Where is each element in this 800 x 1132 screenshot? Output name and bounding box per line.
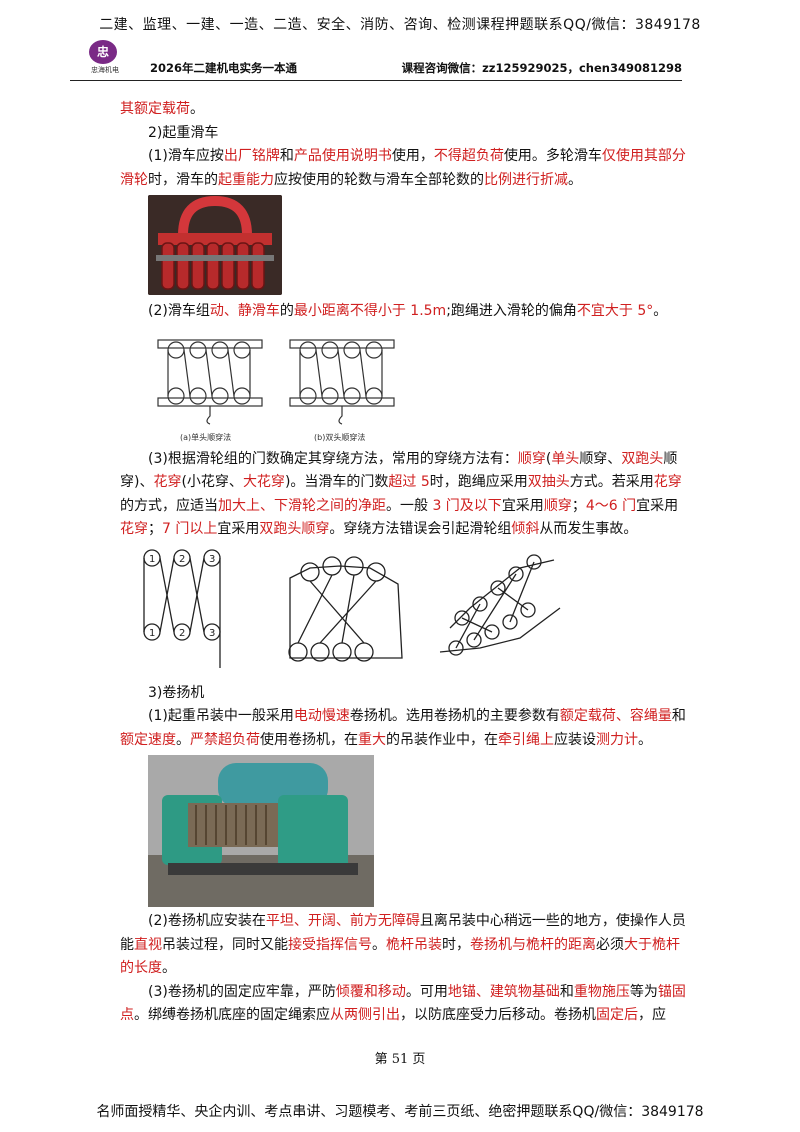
paragraph-pulley-2: (2)滑车组动、静滑车的最小距离不得小于 1.5m;跑绳进入滑轮的偏角不宜大于 … bbox=[148, 303, 668, 319]
top-banner: 二建、监理、一建、一造、二造、安全、消防、咨询、检测课程押题联系QQ/微信：38… bbox=[99, 17, 701, 33]
page-number: 第 51 页 bbox=[374, 1052, 426, 1067]
pulley-block-photo bbox=[148, 195, 282, 295]
sheave-number-3: 3 bbox=[209, 554, 215, 565]
sheave-number-3-lower: 3 bbox=[209, 628, 215, 639]
reeving-methods-diagram: 1 2 3 1 2 3 bbox=[140, 547, 660, 676]
paragraph-continued: 其额定载荷。 bbox=[120, 101, 204, 117]
section-title-pulley: 2)起重滑车 bbox=[148, 124, 219, 141]
paragraph-winch-2: (2)卷扬机应安装在平坦、开阔、前方无障碍且离吊装中心稍远一些的地方，使操作人员… bbox=[120, 913, 686, 976]
logo: 忠 忠海机电 bbox=[84, 40, 124, 78]
caption-single: (a)单头顺穿法 bbox=[180, 432, 231, 442]
header-contact: 课程咨询微信：zz125929025，chen349081298 bbox=[401, 61, 682, 75]
sheave-number-1: 1 bbox=[149, 554, 155, 565]
paragraph-pulley-3: (3)根据滑轮组的门数确定其穿绕方法，常用的穿绕方法有：顺穿(单头顺穿、双跑头顺… bbox=[120, 450, 682, 538]
page-header: 忠 忠海机电 2026年二建机电实务一本通 课程咨询微信：zz125929025… bbox=[70, 40, 682, 81]
reeving-diagram-svg: (a)单头顺穿法 (b)双头顺穿法 bbox=[157, 338, 395, 442]
sheave-number-1-lower: 1 bbox=[149, 628, 155, 639]
logo-mark: 忠 bbox=[89, 40, 117, 64]
caption-double: (b)双头顺穿法 bbox=[314, 432, 365, 442]
winch-photo bbox=[148, 755, 374, 907]
sheave-number-2: 2 bbox=[179, 554, 185, 565]
section-title-winch: 3)卷扬机 bbox=[148, 684, 205, 701]
paragraph-winch-1: (1)起重吊装中一般采用电动慢速卷扬机。选用卷扬机的主要参数有额定载荷、容绳量和… bbox=[120, 708, 686, 748]
header-title: 2026年二建机电实务一本通 bbox=[150, 61, 298, 75]
paragraph-winch-3: (3)卷扬机的固定应牢靠，严防倾覆和移动。可用地锚、建筑物基础和重物施压等为锚固… bbox=[120, 983, 686, 1024]
reeving-diagram: (a)单头顺穿法 (b)双头顺穿法 bbox=[150, 327, 400, 446]
paragraph-pulley-1: (1)滑车应按出厂铭牌和产品使用说明书使用，不得超负荷使用。多轮滑车仅使用其部分… bbox=[120, 148, 686, 188]
main-content: 其额定载荷。 2)起重滑车 (1)滑车应按出厂铭牌和产品使用说明书使用，不得超负… bbox=[120, 98, 690, 1028]
logo-text: 忠海机电 bbox=[91, 66, 119, 74]
sheave-number-2-lower: 2 bbox=[179, 628, 185, 639]
bottom-banner: 名师面授精华、央企内训、考点串讲、习题模考、考前三页纸、绝密押题联系QQ/微信：… bbox=[96, 1104, 704, 1120]
